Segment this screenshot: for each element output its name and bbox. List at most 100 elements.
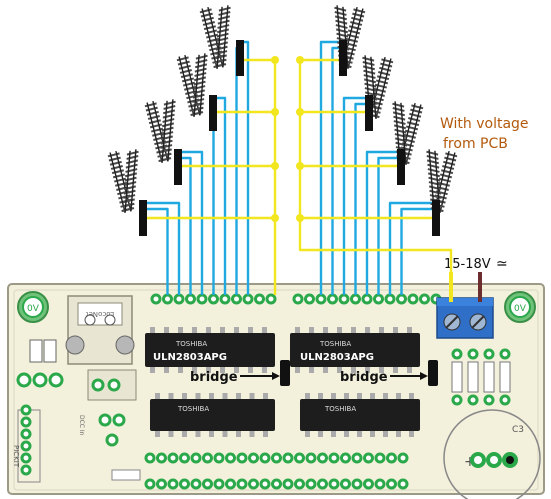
sleeper [405,125,419,131]
ic-pin [195,431,201,437]
header-pad [202,452,213,464]
sleeper [199,8,212,14]
sleeper [191,106,204,112]
rail [375,58,392,119]
wire-junction [271,162,279,170]
blue-wire [342,96,365,295]
sleeper [426,150,439,156]
sleeper [216,37,229,42]
header-pad [190,452,202,464]
header-pad [351,452,363,464]
sleeper [184,85,197,91]
sleeper [402,138,415,143]
header-pad [317,478,328,490]
sleeper [124,172,138,178]
header-pad [271,452,282,464]
sleeper [363,74,376,79]
ic-pin [234,327,239,333]
sleeper [122,207,135,212]
sleeper [436,186,449,191]
wire-junction [296,56,304,64]
rail [199,53,206,116]
sleeper [180,73,194,79]
sleeper [126,155,139,160]
bridge-label-left: bridge [190,370,238,385]
sleeper [148,119,162,125]
output-pad [396,293,407,305]
sleeper [115,181,128,187]
output-pad [304,293,315,305]
sleeper [191,102,204,108]
sleeper [392,107,405,112]
blue-wire [400,207,432,295]
sleeper [364,82,377,88]
header-pad [374,478,386,490]
ic-pin [318,393,323,399]
output-pad [350,293,361,305]
ic-pin [370,431,375,437]
blue-wire [235,46,244,295]
ic-pin [150,367,155,373]
sleeper [373,87,386,93]
ic-pin [379,367,384,373]
ic-pin [309,327,314,333]
header-pad [179,452,190,464]
rail [405,104,422,165]
sleeper [426,159,440,165]
rail [109,152,126,213]
pickit-label: PICKIT [12,445,20,468]
ic-pin [370,393,375,399]
header-pad [282,478,294,490]
sleeper [429,194,442,199]
supply-ac-dc-symbol: ≃ [496,256,508,272]
ic-pin [178,327,183,333]
sleeper [445,152,458,158]
rail [342,6,349,69]
yellow-wire [298,60,453,272]
header-pad [190,478,202,490]
sleeper [179,69,192,74]
pickit-pad [20,452,32,464]
lower-pad-rows [20,404,409,490]
header-pad [167,478,179,490]
ic-pin [409,393,414,399]
sleeper [162,113,175,119]
output-pad [407,293,419,305]
wire-junction [296,214,304,222]
ic-pin [222,431,228,437]
ic-pin [357,431,362,437]
ic-pin [249,431,255,437]
sleeper [185,90,198,95]
sleeper [193,76,207,82]
ic3-brand: TOSHIBA [177,405,209,413]
sleeper [394,128,407,134]
sleeper [409,112,422,118]
sleeper [159,157,172,162]
header-pad [156,478,167,490]
ic-pin [150,327,155,333]
header-pad [271,478,282,490]
blue-wire [182,150,204,295]
sleeper [348,25,362,31]
wire-junction [296,108,304,116]
sleeper [162,109,176,115]
rail [167,99,174,162]
sleeper [363,69,376,75]
zero-volt-pad-right: 0V [504,291,536,323]
sleeper [428,176,441,182]
ic-pin [305,393,310,399]
output-pad [265,293,277,305]
sleeper [214,63,227,68]
ic-pin [393,367,398,373]
ic-pin [351,367,356,373]
output-pad [173,293,185,305]
pickit-pad [20,440,32,452]
header-pad [259,452,271,464]
sleeper [178,64,191,70]
ic-pin [164,327,169,333]
sleeper [161,126,174,132]
sleeper [429,189,442,195]
sleeper [426,155,439,160]
blue-wire [244,40,250,295]
